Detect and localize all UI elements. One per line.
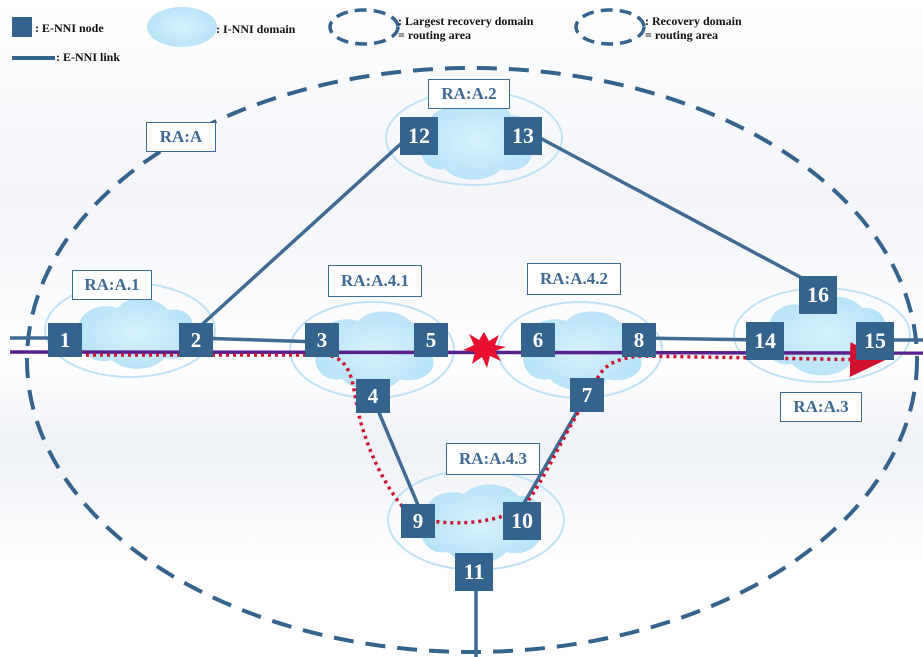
legend-largest-recovery-label: : Largest recovery domain = routing area — [398, 14, 533, 42]
legend-largest-recovery-line1: : Largest recovery domain — [398, 14, 534, 28]
legend-inni-domain-icon — [147, 7, 217, 47]
legend-recovery-line1: : Recovery domain — [645, 14, 742, 28]
link-13-16 — [539, 136, 816, 287]
enni-node-12: 12 — [400, 117, 438, 155]
enni-node-10: 10 — [503, 502, 541, 540]
enni-node-13: 13 — [504, 117, 542, 155]
ra-a2-label: RA:A.2 — [428, 79, 510, 109]
working-path — [9, 350, 923, 355]
enni-node-16: 16 — [799, 276, 837, 314]
link-4-9 — [370, 395, 420, 506]
ra-a-boundary — [25, 66, 919, 654]
legend-recovery-icon — [574, 8, 646, 46]
enni-node-4: 4 — [356, 379, 390, 413]
legend-enni-link-label: : E-NNI link — [56, 50, 121, 64]
legend-largest-recovery-icon — [328, 8, 400, 46]
link-7-10 — [521, 395, 588, 506]
link-2-12 — [194, 138, 407, 332]
failure-icon — [463, 332, 506, 368]
link-2-3 — [195, 336, 321, 344]
enni-node-8: 8 — [622, 323, 656, 357]
ra-a41-label: RA:A.4.1 — [328, 265, 422, 297]
enni-node-6: 6 — [521, 323, 555, 357]
enni-node-15: 15 — [856, 322, 894, 360]
enni-node-1: 1 — [48, 323, 82, 357]
legend-enni-node-icon — [12, 17, 32, 37]
ra-a-label: RA:A — [146, 122, 216, 152]
ra-a1-label: RA:A.1 — [72, 270, 152, 300]
enni-node-14: 14 — [746, 322, 784, 360]
link-8-14 — [637, 336, 767, 342]
enni-node-2: 2 — [179, 323, 213, 357]
legend-largest-recovery-line2: = routing area — [398, 28, 472, 42]
legend-recovery-label: : Recovery domain = routing area — [645, 14, 742, 42]
enni-node-9: 9 — [401, 504, 435, 538]
ra-a3-label: RA:A.3 — [780, 392, 862, 422]
ra-a43-label: RA:A.4.3 — [446, 443, 540, 475]
enni-node-5: 5 — [414, 323, 448, 357]
enni-node-11: 11 — [455, 553, 493, 591]
enni-node-3: 3 — [305, 323, 339, 357]
legend-recovery-line2: = routing area — [645, 28, 719, 42]
legend-inni-domain-label: : I-NNI domain — [216, 22, 296, 36]
legend-enni-node-label: : E-NNI node — [35, 21, 104, 35]
inni-cloud-a1 — [77, 298, 194, 369]
ra-a42-label: RA:A.4.2 — [527, 263, 621, 295]
enni-node-7: 7 — [570, 378, 604, 412]
